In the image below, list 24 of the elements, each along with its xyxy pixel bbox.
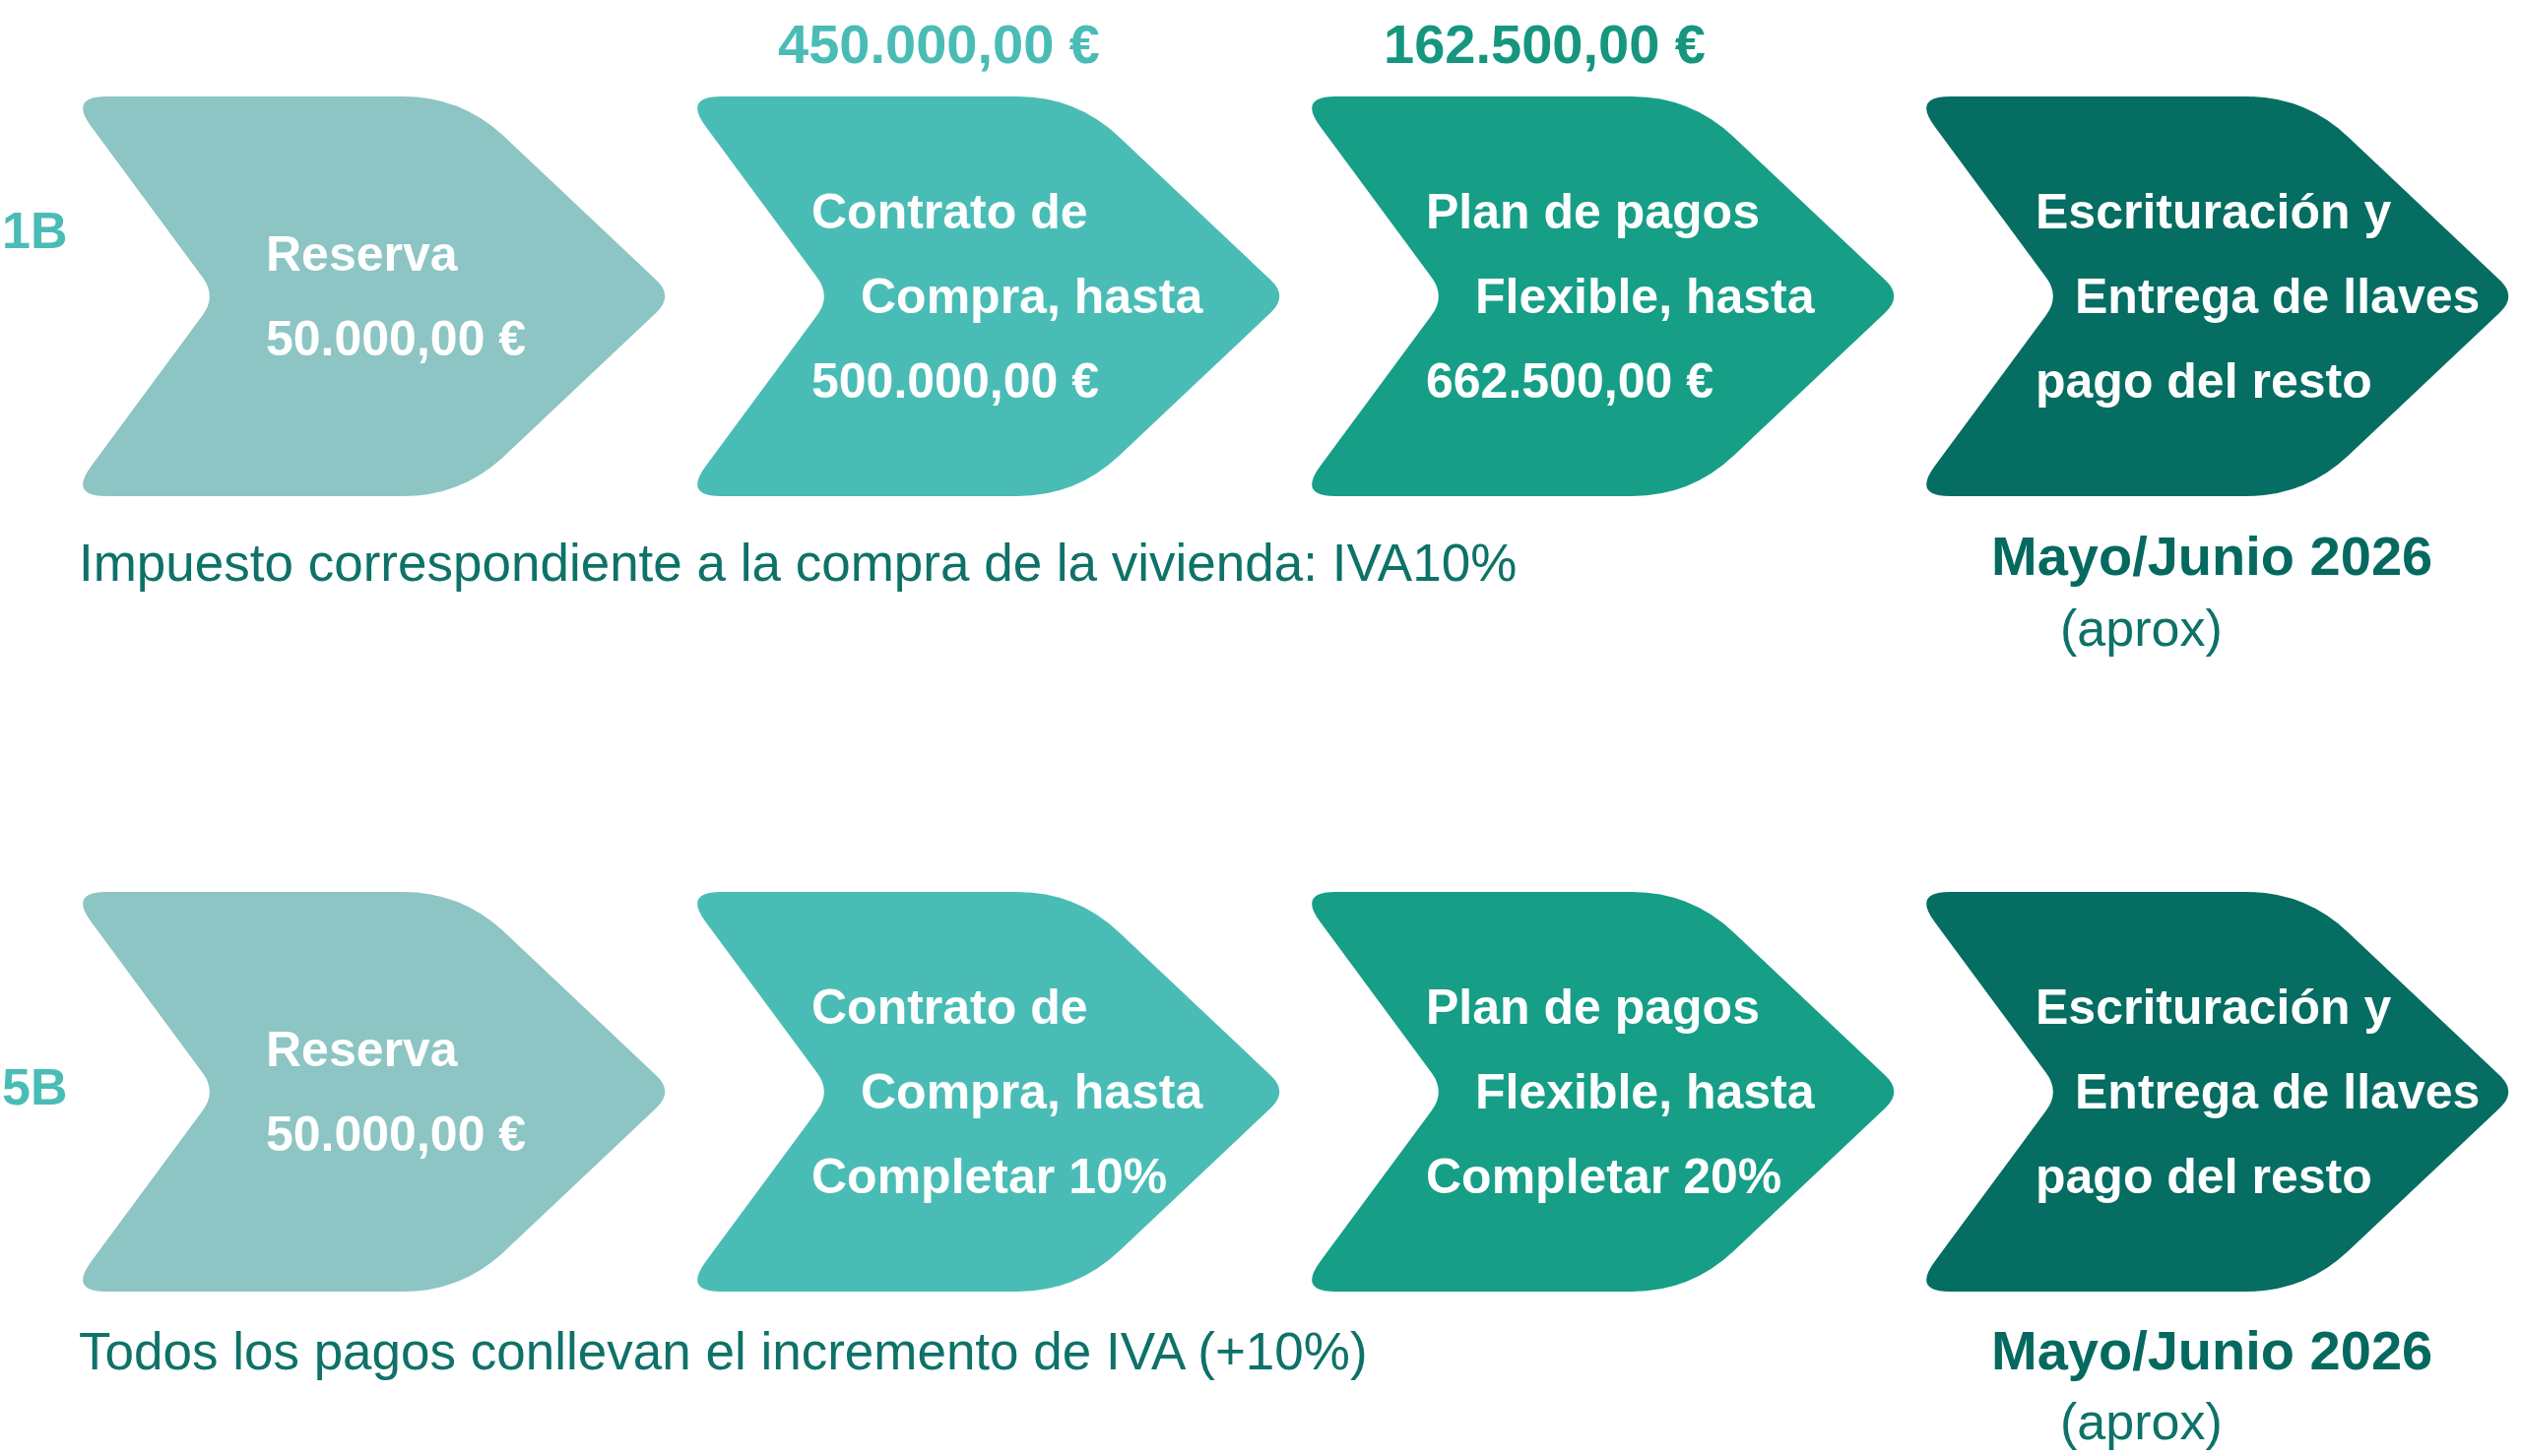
step-title: Contrato de Compra, hasta	[811, 979, 1204, 1121]
row-label: 5B	[2, 1057, 68, 1117]
note-text: Impuesto correspondiente a la compra de la vivienda: IVA10%	[79, 533, 1518, 594]
amount-label: 450.000,00 €	[778, 12, 1100, 77]
step-detail: pago del resto	[2036, 1148, 2372, 1206]
step-detail: 662.500,00 €	[1426, 352, 1713, 411]
date-label: Mayo/Junio 2026	[1991, 1318, 2433, 1383]
approx-label: (aprox)	[2060, 1392, 2223, 1452]
step-detail: 50.000,00 €	[266, 1106, 527, 1164]
step-detail: 500.000,00 €	[811, 352, 1099, 411]
step-title: Contrato de Compra, hasta	[811, 183, 1204, 326]
step-detail: Completar 20%	[1426, 1148, 1782, 1206]
approx-label: (aprox)	[2060, 599, 2223, 659]
amount-label: 162.500,00 €	[1384, 12, 1706, 77]
step-detail: 50.000,00 €	[266, 310, 527, 368]
step-title: Reserva	[266, 1021, 458, 1079]
step-title: Reserva	[266, 225, 458, 284]
step-title: Plan de pagos Flexible, hasta	[1426, 183, 1816, 326]
step-detail: Completar 10%	[811, 1148, 1168, 1206]
note-text: Todos los pagos conllevan el incremento de IVA (+10%)	[79, 1321, 1368, 1382]
row-label: 1B	[2, 201, 68, 261]
step-title: Plan de pagos Flexible, hasta	[1426, 979, 1816, 1121]
date-label: Mayo/Junio 2026	[1991, 524, 2433, 589]
step-detail: pago del resto	[2036, 352, 2372, 411]
